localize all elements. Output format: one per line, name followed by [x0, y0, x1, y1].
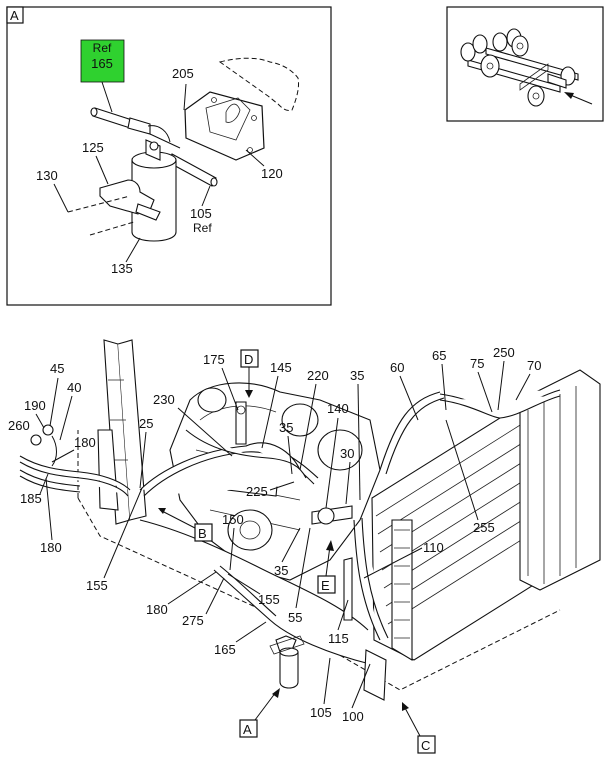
inset-a-tag: A — [10, 8, 19, 23]
callout-35-top: 35 — [350, 368, 364, 383]
highlight-part-box — [80, 39, 125, 83]
view-tag-b: B — [198, 526, 207, 541]
callout-65: 65 — [432, 348, 446, 363]
callout-140: 140 — [327, 401, 349, 416]
callout-110: 110 — [423, 540, 444, 555]
callout-255: 255 — [473, 520, 495, 535]
callout-220: 220 — [307, 368, 329, 383]
callout-40: 40 — [67, 380, 81, 395]
callout-145: 145 — [270, 360, 292, 375]
main-callouts: 175 145 220 35 60 65 75 250 70 45 40 190… — [8, 345, 541, 724]
callout-230: 230 — [153, 392, 175, 407]
view-tag-a: A — [243, 722, 252, 737]
callout-150: 150 — [222, 512, 244, 527]
callout-180-left: 180 — [40, 540, 62, 555]
callout-175: 175 — [203, 352, 225, 367]
callout-100: 100 — [342, 709, 364, 724]
callout-25: 25 — [139, 416, 153, 431]
callout-35-low: 35 — [274, 563, 288, 578]
callout-130: 130 — [36, 168, 58, 183]
view-tag-d: D — [244, 352, 253, 367]
view-tag-c: C — [421, 738, 430, 753]
callout-225: 225 — [246, 484, 268, 499]
callout-55: 55 — [288, 610, 302, 625]
callout-180-top: 180 — [74, 435, 96, 450]
callout-125: 125 — [82, 140, 104, 155]
callout-30: 30 — [340, 446, 354, 461]
callout-115: 115 — [328, 631, 349, 646]
callout-275: 275 — [182, 613, 204, 628]
callout-120: 120 — [261, 166, 283, 181]
inset-a-panel: A Ref 165 205 — [6, 6, 332, 306]
callout-155-mid: 155 — [258, 592, 280, 607]
callout-105: 105 — [190, 206, 212, 221]
callout-190: 190 — [24, 398, 46, 413]
callout-165: 165 — [214, 642, 236, 657]
callout-185: 185 — [20, 491, 42, 506]
callout-45: 45 — [50, 361, 64, 376]
callout-250: 250 — [493, 345, 515, 360]
callout-70: 70 — [527, 358, 541, 373]
callout-75: 75 — [470, 356, 484, 371]
callout-60: 60 — [390, 360, 404, 375]
callout-105: 105 — [310, 705, 332, 720]
callout-180-low: 180 — [146, 602, 168, 617]
callout-135: 135 — [111, 261, 133, 276]
highlight-part-number: 165 — [91, 56, 113, 71]
view-tags: D B E A C — [158, 349, 436, 754]
callout-205: 205 — [172, 66, 194, 81]
main-assembly-view — [19, 339, 601, 701]
chassis-locator-inset — [446, 6, 604, 122]
highlight-ref-label: Ref — [93, 41, 112, 55]
callout-105-ref: Ref — [193, 221, 212, 235]
callout-155-left: 155 — [86, 578, 108, 593]
callout-260: 260 — [8, 418, 30, 433]
view-tag-e: E — [321, 578, 330, 593]
callout-35-mid: 35 — [279, 420, 293, 435]
